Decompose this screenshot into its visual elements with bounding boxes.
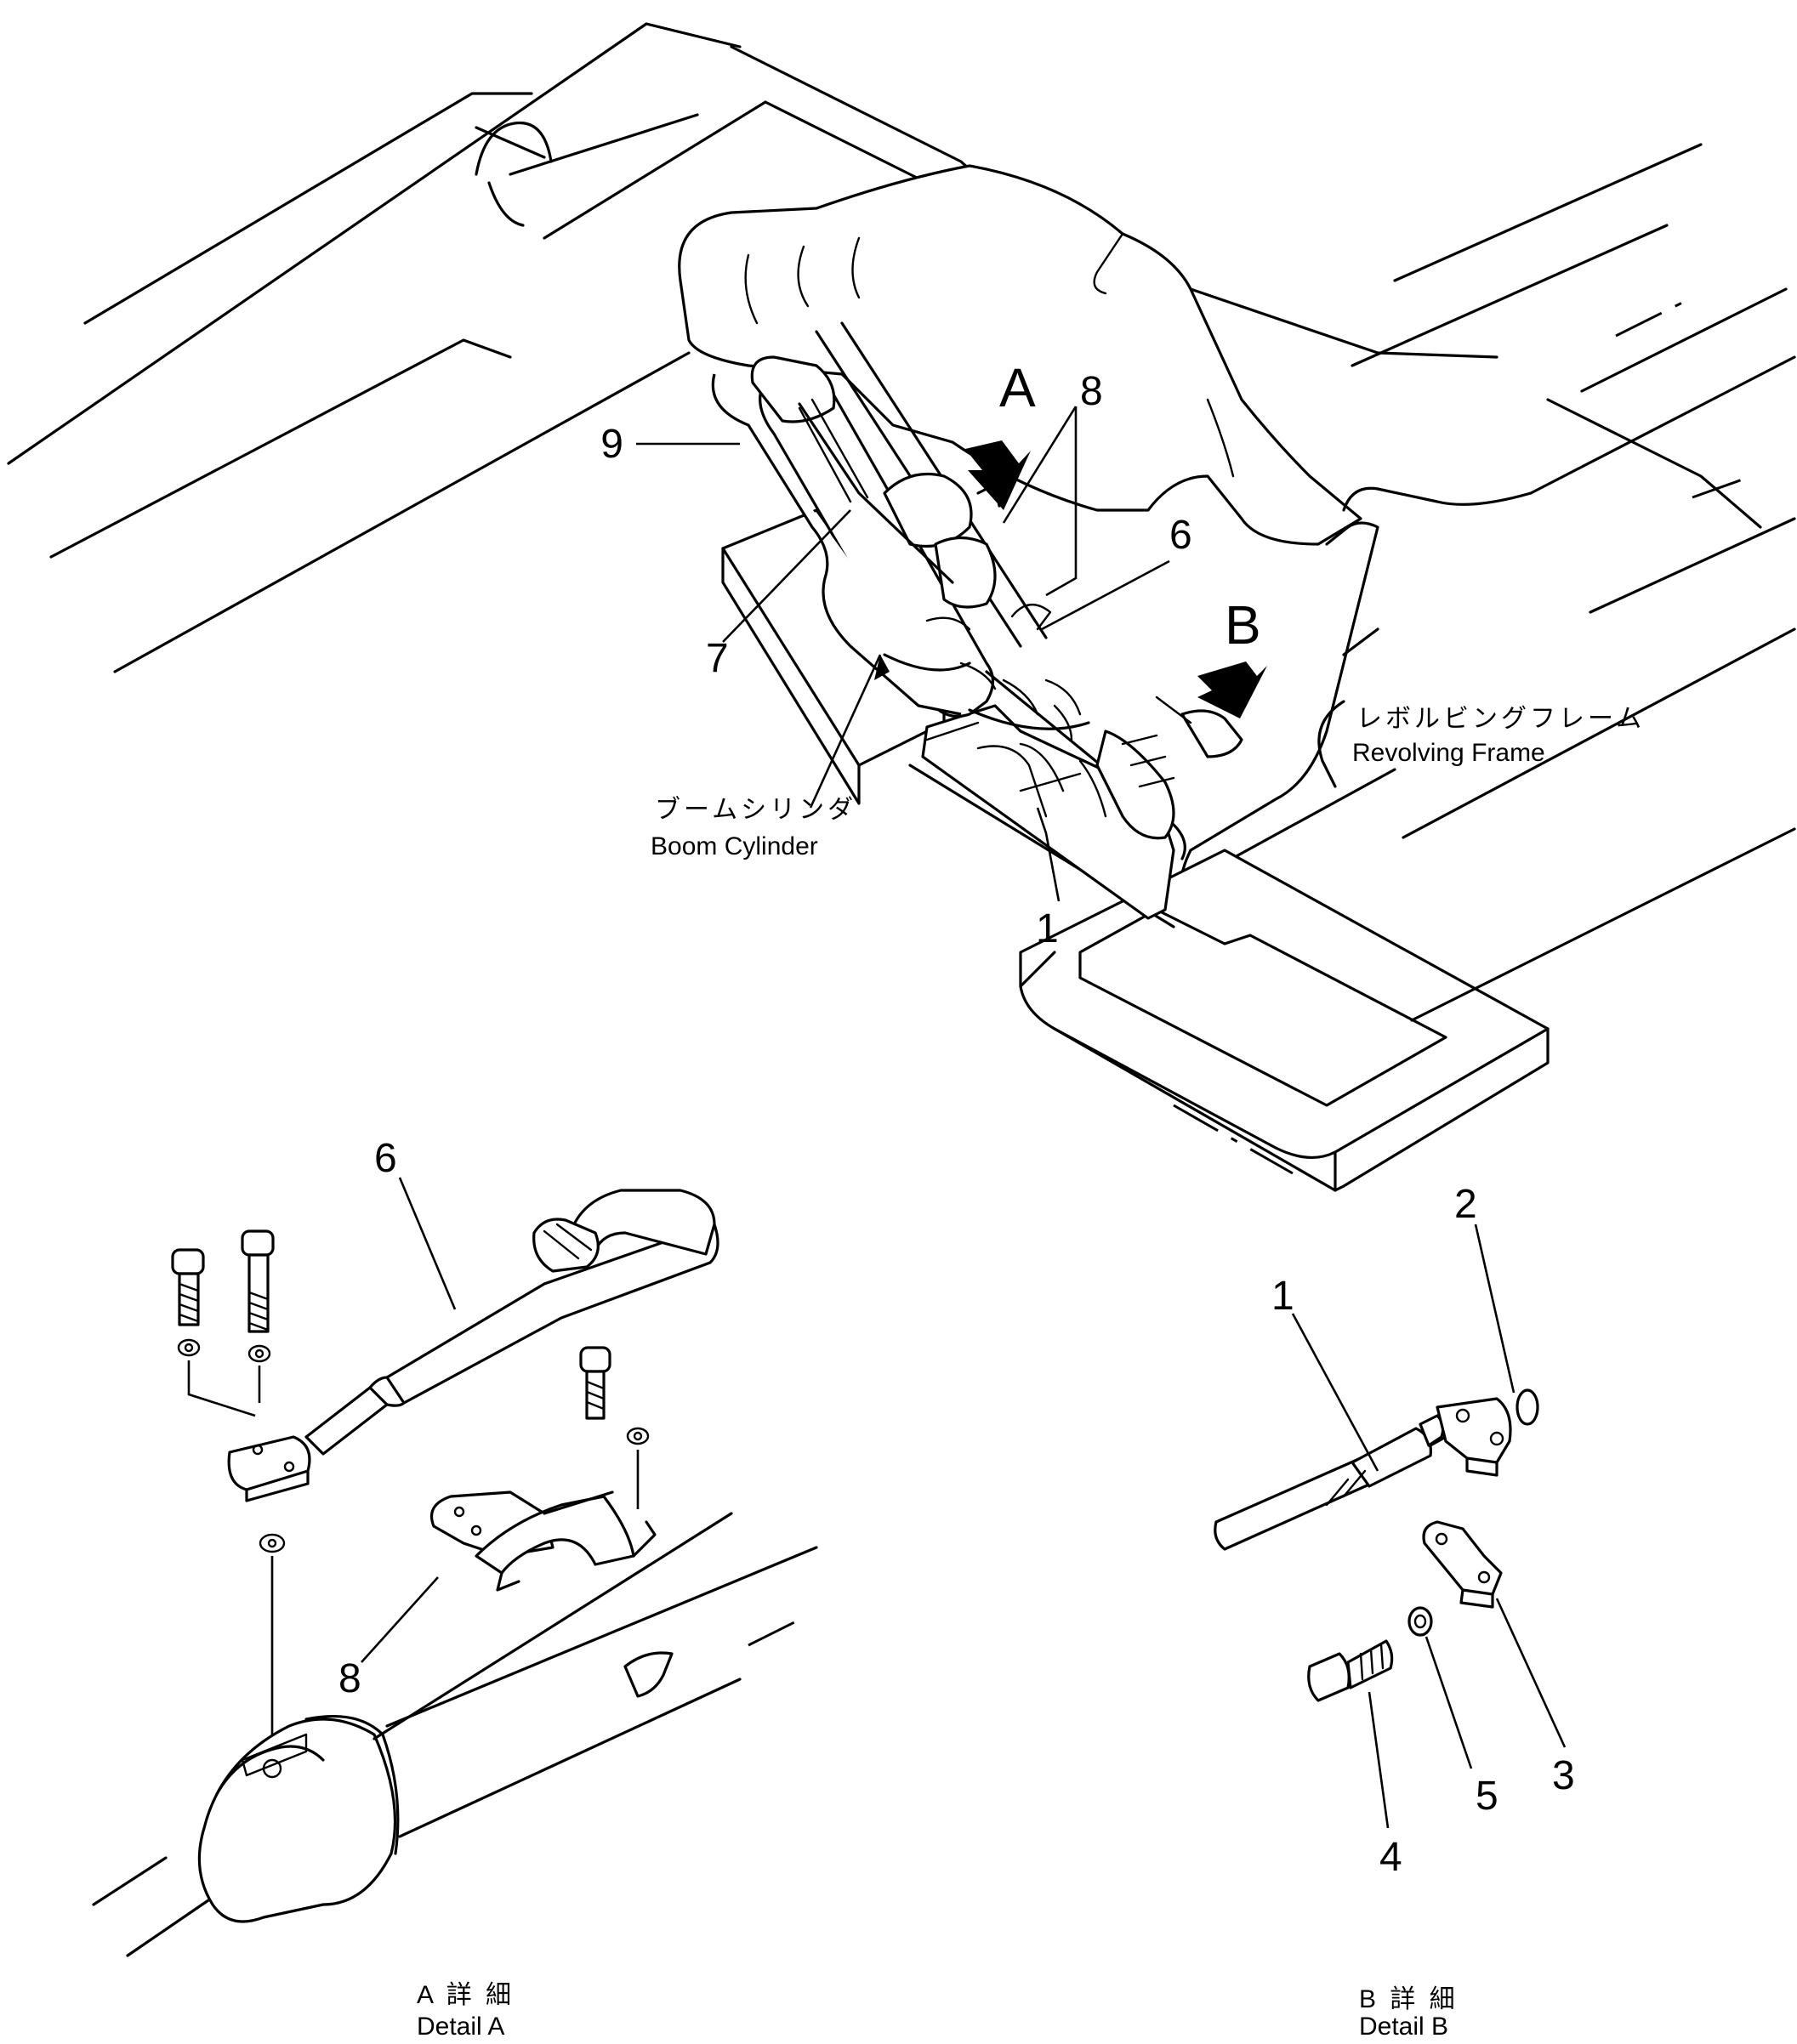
main-assembly-view: 9 8 A 6 B 7 1 ブームシリンダ Boom Cylinder レボルビ… [7,22,1796,1192]
detail-a-caption-en: Detail A [417,2013,504,2040]
detail-b-callout-2: 2 [1454,1182,1477,1227]
detail-b-split-flange [1422,1520,1503,1609]
revolving-frame [1019,143,1796,1192]
detail-a-bolt-middle [241,1229,275,1363]
detail-a-view: 6 8 A 詳 細 Detail A [92,1136,818,2041]
detail-a-callout-8: 8 [338,1656,361,1701]
main-leaders [636,406,1345,902]
callout-8: 8 [1080,369,1103,414]
revolving-frame-label-jp: レボルビングフレーム [1356,705,1645,733]
detail-b-oring [1516,1388,1539,1426]
detail-a-bracket [429,1490,657,1592]
callout-arrow-b: B [1225,594,1261,656]
boom-cylinder-label-jp: ブームシリンダ [655,796,856,824]
arrow-b-marker [1197,661,1267,718]
boom-foot [678,164,1362,546]
callout-9: 9 [600,422,623,467]
detail-a-cylinder [92,1512,818,1957]
boom-cylinder [711,321,1243,860]
detail-b-callout-1: 1 [1271,1274,1294,1319]
detail-a-callout-6: 6 [374,1136,397,1181]
detail-b-view: 1 2 3 4 5 B 詳 細 Detail B [1214,1182,1575,2041]
detail-b-hose [1214,1414,1447,1551]
arrow-a-marker [965,440,1031,510]
detail-b-washer [1407,1606,1433,1637]
callout-7: 7 [706,636,729,681]
detail-a-bolt-right [579,1346,650,1445]
detail-a-hose [304,1189,719,1456]
detail-a-flange [227,1435,311,1553]
view-arrows [965,440,1267,718]
detail-b-caption-jp: B 詳 細 [1359,1985,1459,2013]
detail-b-caption-en: Detail B [1359,2013,1448,2040]
callout-1: 1 [1036,906,1059,951]
detail-b-callout-3: 3 [1552,1753,1575,1798]
detail-b-flange-upper [1436,1397,1512,1477]
revolving-frame-label-en: Revolving Frame [1352,739,1545,767]
detail-b-callout-5: 5 [1476,1774,1498,1819]
detail-a-bolt-left [171,1248,205,1357]
detail-a-caption-jp: A 詳 細 [417,1981,515,2009]
boom-cylinder-label-en: Boom Cylinder [651,832,818,860]
detail-b-bolt [1307,1639,1394,1702]
callout-arrow-a: A [999,357,1036,418]
cylinder-mount [721,508,1175,928]
detail-b-callout-4: 4 [1379,1835,1402,1880]
callout-6: 6 [1169,513,1192,558]
